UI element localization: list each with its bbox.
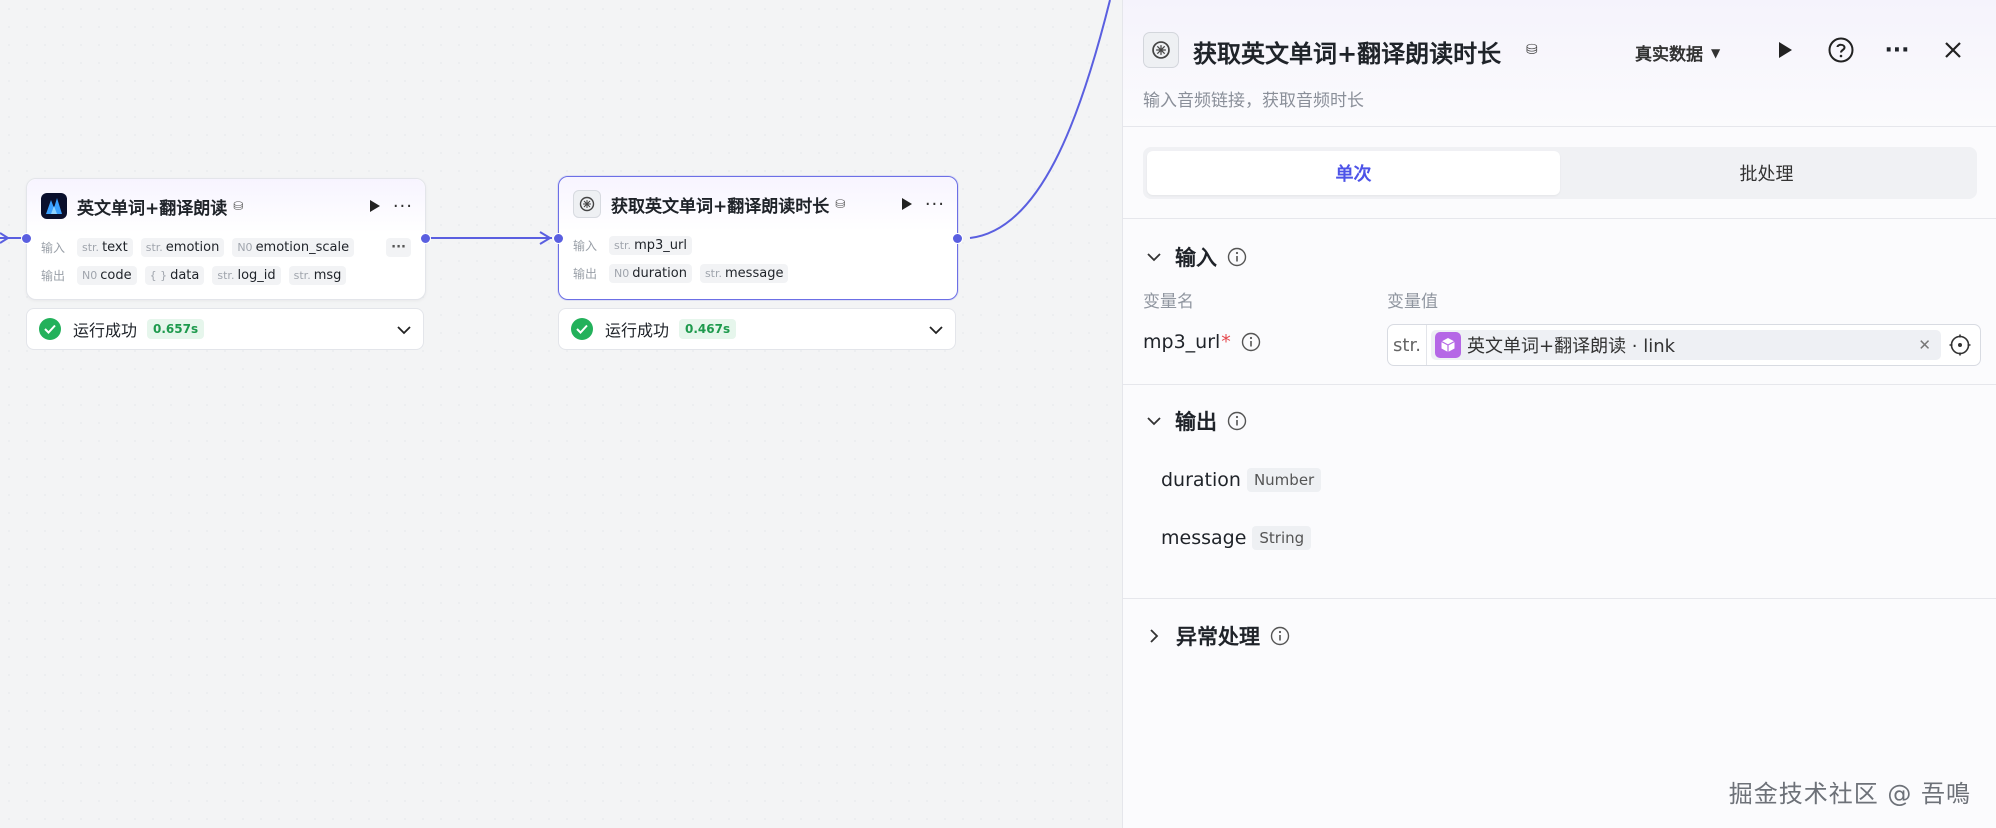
input-port[interactable] [21,233,32,244]
cube-icon [1435,332,1461,358]
output-item: duration Number [1161,468,1322,492]
variable-picker-icon[interactable] [1949,334,1971,356]
output-type-badge: String [1252,526,1312,550]
panel-title: 获取英文单词+翻译朗读时长 [1193,40,1502,68]
required-mark: * [1221,331,1231,353]
mode-tabs: 单次 批处理 [1143,147,1977,199]
chevron-down-icon [1147,252,1161,262]
more-icon[interactable]: ··· [924,193,945,215]
panel-description: 输入音频链接，获取音频时长 [1143,91,1364,111]
divider [1123,598,1996,599]
plugin-badge-icon: ⛁ [835,197,846,211]
node-run-status[interactable]: 运行成功 0.657s [26,308,424,350]
run-time-badge: 0.467s [679,319,737,339]
output-port[interactable] [420,233,431,244]
reference-text: 英文单词+翻译朗读 · link [1467,336,1676,357]
input-port[interactable] [553,233,564,244]
param-chip: str.log_id [212,265,281,285]
value-type-label: str. [1388,325,1427,365]
output-section-header[interactable]: 输出 [1147,406,1247,436]
plugin-badge-icon: ⛁ [1526,42,1538,58]
section-title: 输出 [1175,410,1217,434]
param-chip: str.mp3_url [609,235,692,255]
variable-value-input[interactable]: str. 英文单词+翻译朗读 · link ✕ [1387,324,1981,366]
node-inputs-row: 输入 str.mp3_url [559,231,957,259]
close-icon[interactable] [1937,34,1969,66]
param-chip: str.msg [288,265,347,285]
tts-logo-icon [41,193,67,219]
tab-single[interactable]: 单次 [1147,151,1560,195]
input-label: 输入 [41,240,66,255]
help-icon[interactable] [1825,34,1857,66]
info-icon[interactable] [1270,626,1290,646]
column-header-name: 变量名 [1143,292,1194,312]
node-tts[interactable]: 英文单词+翻译朗读 ⛁ ··· 输入 str.text str.emotion … [21,178,431,300]
more-params-chip[interactable]: ··· [386,237,411,257]
param-chip: str.emotion [140,237,225,257]
watermark: 掘金技术社区 @ 吾鳴 [1728,780,1971,808]
success-check-icon [571,318,593,340]
run-node-button[interactable] [365,196,385,216]
divider [1123,384,1996,385]
status-text: 运行成功 [605,321,670,340]
run-node-button[interactable] [897,194,917,214]
node-title: 英文单词+翻译朗读 [77,198,228,219]
output-label: 输出 [573,266,598,281]
data-source-dropdown[interactable]: 真实数据 ▼ [1635,40,1720,65]
info-icon[interactable] [1241,332,1261,352]
chevron-right-icon [1150,629,1159,643]
input-section-header[interactable]: 输入 [1147,242,1247,272]
node-title: 获取英文单词+翻译朗读时长 [611,196,830,217]
column-header-value: 变量值 [1387,292,1438,312]
chevron-down-icon [1147,416,1161,426]
node-run-status[interactable]: 运行成功 0.467s [558,308,956,350]
param-chip: { }data [144,265,205,285]
exception-section-header[interactable]: 异常处理 [1147,621,1290,651]
variable-reference-tag[interactable]: 英文单词+翻译朗读 · link ✕ [1431,330,1941,360]
node-test-panel: 获取英文单词+翻译朗读时长 ⛁ 输入音频链接，获取音频时长 真实数据 ▼ ···… [1122,0,1996,828]
more-icon[interactable]: ··· [392,195,413,217]
panel-header: 获取英文单词+翻译朗读时长 ⛁ 输入音频链接，获取音频时长 真实数据 ▼ ··· [1123,0,1996,127]
more-icon[interactable]: ··· [1884,37,1910,63]
output-label: 输出 [41,268,66,283]
section-title: 异常处理 [1176,625,1260,649]
plugin-badge-icon: ⛁ [233,199,244,213]
divider [1123,218,1996,219]
data-source-label: 真实数据 [1635,45,1703,65]
param-chip: str.message [699,263,789,283]
output-name: message [1161,527,1247,549]
variable-name: mp3_url * [1143,331,1261,353]
run-button[interactable] [1769,34,1801,66]
input-label: 输入 [573,238,598,253]
info-icon[interactable] [1227,411,1247,431]
variable-name-text: mp3_url [1143,331,1221,353]
remove-reference-icon[interactable]: ✕ [1918,336,1931,354]
tab-batch[interactable]: 批处理 [1739,164,1794,185]
output-item: message String [1161,526,1312,550]
chevron-down-icon[interactable] [929,320,943,339]
success-check-icon [39,318,61,340]
info-icon[interactable] [1227,247,1247,267]
output-type-badge: Number [1246,468,1322,492]
section-title: 输入 [1175,246,1217,270]
param-chip: str.text [77,237,133,257]
status-text: 运行成功 [73,321,138,340]
run-time-badge: 0.657s [147,319,205,339]
workflow-canvas[interactable] [0,0,1122,828]
canvas-grid [0,0,1122,828]
caret-down-icon: ▼ [1711,45,1721,60]
chevron-down-icon[interactable] [397,320,411,339]
node-get-duration[interactable]: 获取英文单词+翻译朗读时长 ⛁ ··· 输入 str.mp3_url 输出 N0… [553,176,963,300]
output-name: duration [1161,469,1241,491]
output-port[interactable] [952,233,963,244]
gpt-logo-icon [573,190,601,218]
gpt-logo-icon [1143,32,1179,68]
